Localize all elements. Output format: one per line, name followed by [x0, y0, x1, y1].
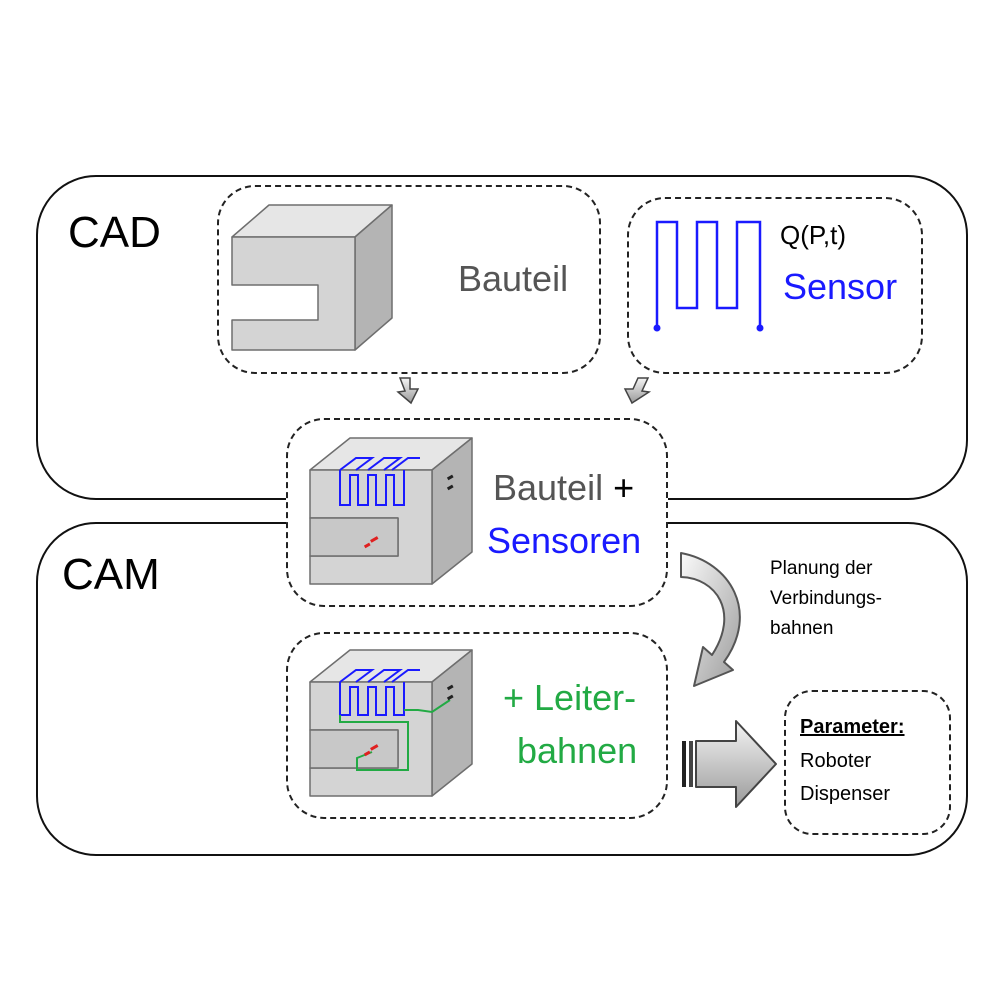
- plus-sign: +: [613, 467, 635, 508]
- bauteil-3d-part: [231, 204, 393, 351]
- sensoren-label: Sensoren: [487, 520, 642, 561]
- planning-note-line2: Verbindungs-: [770, 588, 882, 609]
- planning-note-line3: bahnen: [770, 618, 834, 639]
- leiterbahnen-label-line2: bahnen: [517, 730, 638, 771]
- sensor-contact-right: [756, 324, 764, 332]
- leiterbahnen-label-line1: + Leiter-: [503, 677, 637, 718]
- planning-note-line1: Planung der: [770, 558, 873, 579]
- sensor-formula: Q(P,t): [780, 220, 846, 250]
- bauteil-sensoren-label: Bauteil +: [493, 467, 634, 509]
- part-with-sensors: [309, 437, 473, 585]
- green-traces: [339, 699, 451, 771]
- red-sensor-point-2: [363, 744, 379, 757]
- curved-arrow-icon: [680, 552, 741, 687]
- red-sensor-point: [363, 536, 379, 549]
- sensor-meander: [653, 220, 764, 332]
- bauteil-label: Bauteil: [458, 258, 569, 299]
- bauteil-sensoren-label-line1: Bauteil: [493, 467, 604, 508]
- arrow-down-left-icon: [396, 377, 420, 405]
- parameter-item-dispenser: Dispenser: [800, 783, 891, 805]
- parameter-title: Parameter:: [800, 716, 905, 738]
- block-arrow-right-icon: [682, 720, 777, 808]
- embedded-sensor-meander-2: [339, 669, 420, 716]
- sensor-label: Sensor: [783, 266, 898, 307]
- parameter-box: [784, 690, 951, 835]
- cam-section-title: CAM: [62, 550, 160, 599]
- parameter-item-roboter: Roboter: [800, 750, 872, 772]
- connection-points-2: [446, 684, 454, 701]
- sensor-contact-left: [653, 324, 661, 332]
- embedded-sensor-meander: [339, 457, 420, 506]
- cad-section-title: CAD: [68, 208, 161, 257]
- connection-points: [446, 474, 454, 491]
- part-with-traces: [309, 649, 473, 797]
- arrow-down-right-icon: [623, 377, 652, 405]
- part-front-face: [231, 236, 356, 351]
